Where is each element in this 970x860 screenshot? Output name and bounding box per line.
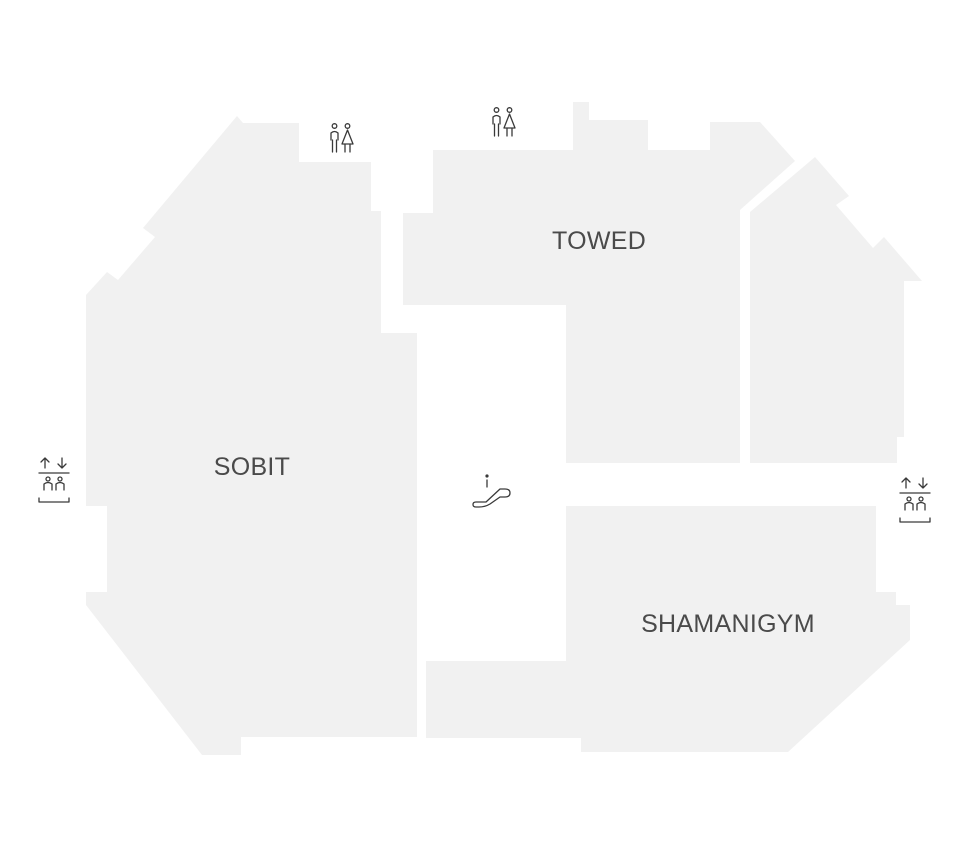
store-label-sobit: SOBIT: [214, 453, 291, 481]
store-label-shamanigym: SHAMANIGYM: [641, 610, 815, 638]
store-shamanigym[interactable]: SHAMANIGYM: [426, 506, 910, 752]
store-shamanigym-shape[interactable]: [426, 506, 910, 752]
store-east-unit-shape[interactable]: [750, 157, 922, 463]
store-sobit[interactable]: SOBIT: [86, 116, 417, 755]
elevator-icon[interactable]: [899, 477, 931, 523]
escalator-icon[interactable]: [472, 474, 511, 508]
store-towed-shape[interactable]: [403, 102, 795, 463]
restroom-icon[interactable]: [330, 123, 354, 153]
store-east-unit[interactable]: [750, 157, 922, 463]
restroom-icon[interactable]: [492, 107, 516, 137]
elevator-icon[interactable]: [38, 457, 70, 503]
store-sobit-shape[interactable]: [86, 116, 417, 755]
store-towed[interactable]: TOWED: [403, 102, 795, 463]
store-label-towed: TOWED: [552, 227, 646, 255]
